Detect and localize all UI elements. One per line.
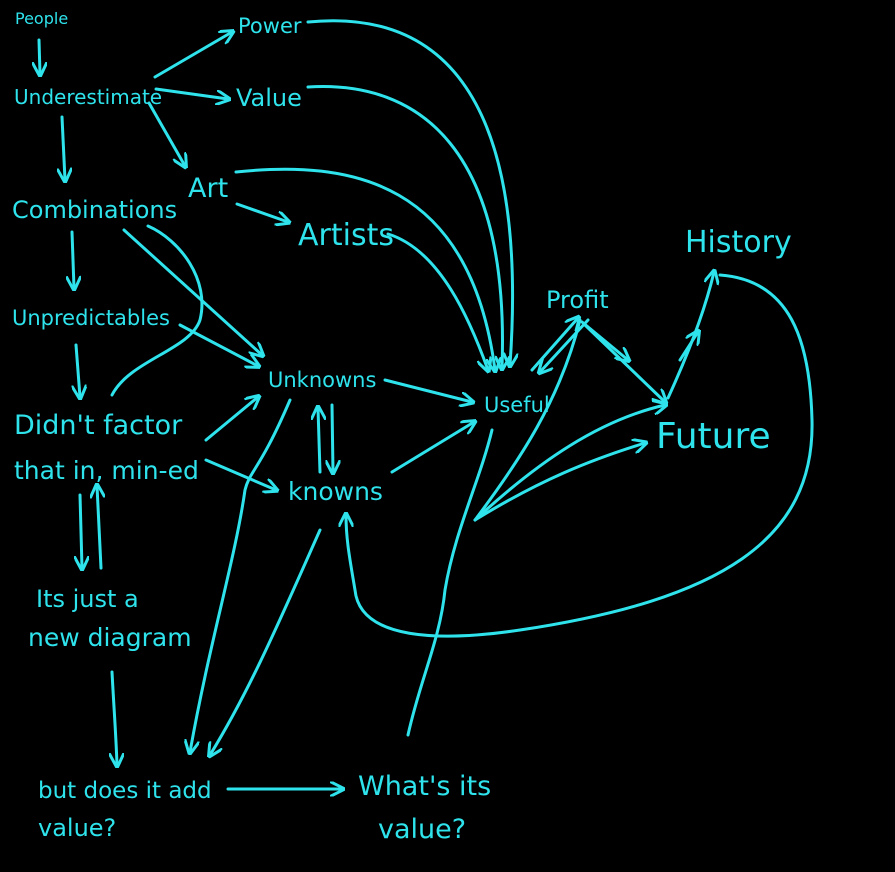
- node-value: Value: [236, 84, 302, 112]
- node-artists: Artists: [298, 218, 394, 253]
- node-add-value-2: value?: [38, 814, 116, 842]
- node-just-diagram-2: new diagram: [28, 623, 192, 652]
- edge-didnt-unknowns: [204, 397, 258, 442]
- node-unknowns: Unknowns: [268, 368, 376, 392]
- edge-whats-useful: [406, 428, 494, 737]
- node-combinations: Combinations: [12, 196, 177, 224]
- edge-knowns-useful: [390, 422, 474, 474]
- edge-future-history: [666, 272, 714, 400]
- edge-art-useful: [234, 167, 495, 370]
- edge-underestimate-power: [153, 32, 232, 79]
- node-profit: Profit: [546, 286, 609, 314]
- edge-knowns-unknowns-up: [318, 408, 320, 474]
- edges: [39, 19, 814, 789]
- edge-future-history-2: [678, 332, 698, 362]
- edge-diagram-didnt: [97, 486, 101, 570]
- edge-profit-future: [583, 323, 665, 402]
- node-art: Art: [188, 173, 228, 204]
- edge-history-loop-knowns: [346, 273, 814, 638]
- node-add-value-1: but does it add: [38, 778, 212, 804]
- nodes: People Underestimate Power Value Art Com…: [12, 9, 792, 845]
- edge-value-useful: [306, 85, 502, 368]
- edge-underestimate-art: [147, 101, 185, 166]
- edge-unpredictables-didnt: [76, 343, 80, 397]
- edge-useful-profit: [530, 318, 578, 372]
- node-didnt-factor-2: that in, min-ed: [14, 456, 199, 485]
- node-useful: Useful: [484, 393, 550, 417]
- node-people: People: [15, 9, 68, 28]
- node-just-diagram-1: Its just a: [36, 585, 139, 613]
- node-whats-value-1: What's its: [358, 771, 491, 802]
- edge-underestimate-value: [154, 87, 228, 99]
- node-future: Future: [656, 416, 771, 457]
- edge-diagram-add: [112, 670, 117, 765]
- edge-unpredictables-unknowns: [178, 323, 258, 366]
- edge-unknowns-knowns-down: [332, 403, 333, 472]
- edge-combinations-unknowns: [122, 228, 262, 355]
- node-knowns: knowns: [288, 477, 383, 506]
- edge-fan-1: [473, 318, 582, 522]
- edge-knowns-add: [210, 528, 322, 755]
- node-underestimate: Underestimate: [14, 85, 162, 109]
- edge-didnt-diagram: [80, 493, 82, 568]
- edge-unknowns-useful: [383, 378, 472, 402]
- edge-didnt-knowns: [204, 458, 276, 490]
- edge-artists-useful: [386, 232, 488, 370]
- edge-people-underestimate: [39, 38, 40, 74]
- node-power: Power: [238, 14, 302, 38]
- edge-fan-3: [473, 443, 645, 522]
- edge-profit-future-2: [580, 320, 628, 360]
- edge-power-useful: [306, 19, 513, 365]
- node-unpredictables: Unpredictables: [12, 306, 170, 330]
- edge-profit-useful: [540, 318, 590, 372]
- node-didnt-factor-1: Didn't factor: [14, 410, 183, 441]
- edge-underestimate-combinations: [62, 115, 65, 180]
- node-history: History: [685, 225, 792, 260]
- edge-art-artists: [235, 202, 288, 222]
- edge-fan-2: [473, 405, 665, 522]
- node-whats-value-2: value?: [378, 814, 466, 845]
- edge-combinations-loop: [110, 224, 204, 397]
- edge-combinations-unpredictables: [72, 230, 74, 288]
- edge-unknowns-add: [190, 398, 292, 752]
